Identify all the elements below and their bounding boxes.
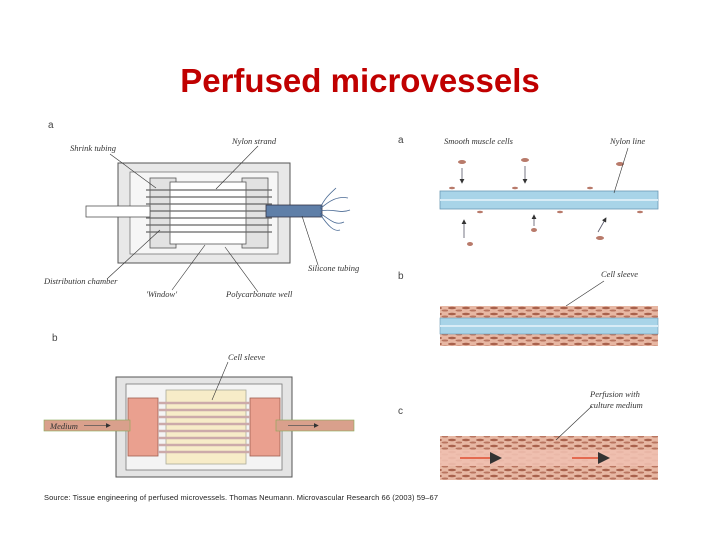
source-citation: Source: Tissue engineering of perfused m… bbox=[44, 493, 439, 502]
cell-sleeve-label-right: Cell sleeve bbox=[601, 269, 638, 279]
shrink-tubing-label: Shrink tubing bbox=[70, 143, 116, 153]
vessel-a bbox=[439, 147, 659, 246]
right-b-panel-label: b bbox=[398, 271, 404, 282]
right-a-panel-label: a bbox=[398, 135, 404, 146]
perfusion-device-top bbox=[85, 162, 351, 264]
perfusion-device-bottom bbox=[43, 376, 355, 478]
silicone-tubing-label: Silicone tubing bbox=[308, 263, 359, 273]
polycarbonate-well-label: Polycarbonate well bbox=[225, 289, 293, 299]
vessel-c bbox=[440, 405, 658, 480]
left-a-panel-label: a bbox=[48, 120, 54, 131]
vessel-b bbox=[439, 280, 659, 346]
perfusion-label-line1: Perfusion with bbox=[589, 389, 640, 399]
distribution-chamber-label: Distribution chamber bbox=[43, 276, 118, 286]
page-title: Perfused microvessels bbox=[180, 62, 540, 99]
right-c-panel-label: c bbox=[398, 406, 403, 417]
nylon-strand-label: Nylon strand bbox=[231, 136, 277, 146]
left-b-panel-label: b bbox=[52, 333, 58, 344]
medium-label: Medium bbox=[49, 421, 78, 431]
window-label: 'Window' bbox=[146, 289, 177, 299]
cell-sleeve-label-left: Cell sleeve bbox=[228, 352, 265, 362]
perfusion-label-line2: culture medium bbox=[590, 400, 643, 410]
nylon-line-label: Nylon line bbox=[609, 136, 645, 146]
smooth-muscle-cells-label: Smooth muscle cells bbox=[444, 136, 514, 146]
left-a-leader-lines bbox=[107, 145, 319, 293]
cell-sleeve-leader-left bbox=[211, 361, 229, 401]
